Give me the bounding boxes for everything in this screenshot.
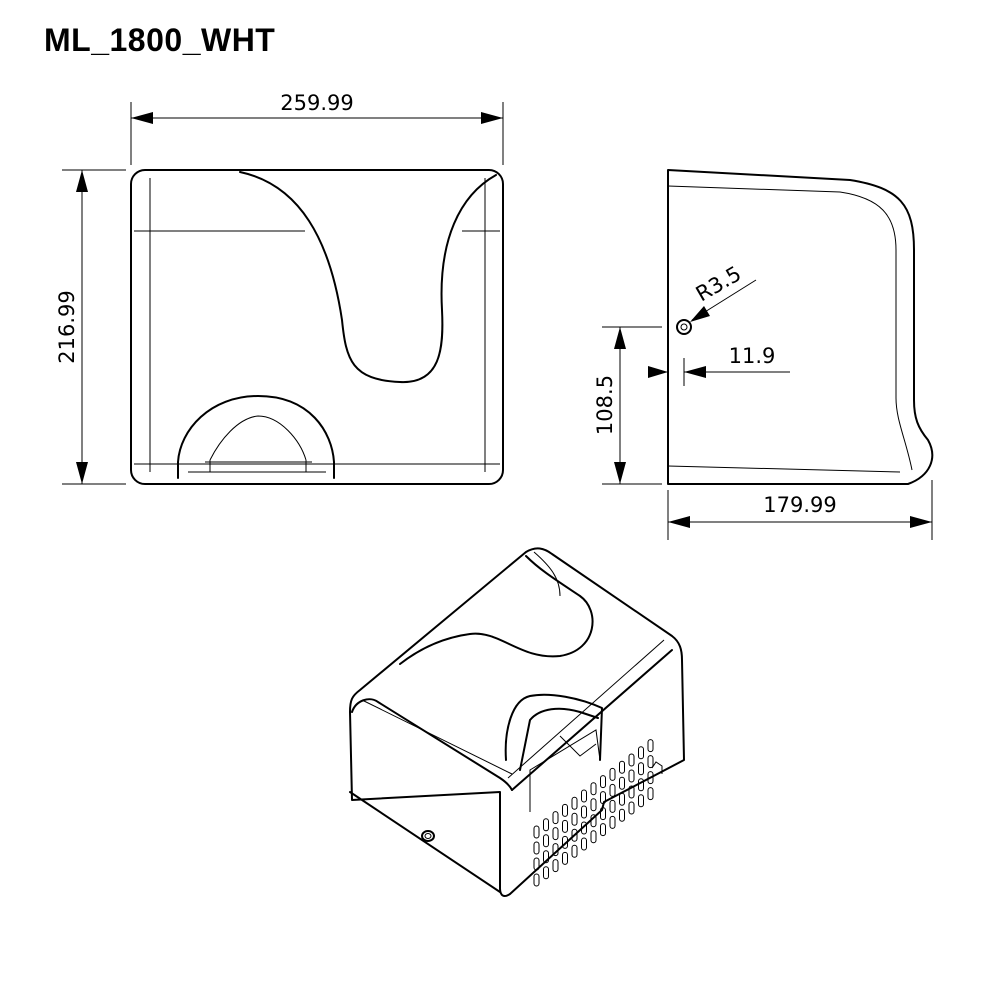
dimension-mount-height: 108.5 [593,375,617,435]
vent-slot [562,851,568,865]
iso-mount-hole [421,830,435,842]
vent-slot [562,819,568,833]
dimension-depth: 179.99 [763,493,836,517]
iso-vent-slots [533,739,654,887]
vent-slot [562,835,568,849]
vent-slot [647,755,654,769]
vent-slot [609,767,616,781]
vent-slot [590,798,597,812]
vent-slot [581,805,587,819]
vent-slot [552,827,559,841]
vent-slot [638,794,644,808]
mount-hole-inner [680,323,688,331]
vent-slot [628,769,635,783]
front-hand-opening-inner [209,415,307,461]
vent-slot [571,828,578,842]
vent-slot [619,760,625,774]
vent-slot [571,844,578,858]
vent-slot [638,778,644,792]
vent-slot [628,753,635,767]
vent-slot [552,859,559,873]
vent-slot [600,807,606,821]
vent-slot [609,783,616,797]
iso-hand-opening [504,693,603,761]
isometric-view [349,547,685,897]
vent-slot [543,850,549,864]
vent-slot [619,776,625,790]
vent-slot [590,814,597,828]
vent-slot [543,834,549,848]
vent-slot [600,791,606,805]
vent-slot [581,821,587,835]
vent-slot [609,815,616,829]
vent-slot [533,873,540,887]
vent-slot [638,762,644,776]
iso-outline [349,547,685,897]
drawing-title: ML_1800_WHT [44,22,276,58]
vent-slot [600,823,606,837]
dimension-width: 259.99 [280,91,353,115]
vent-slot [562,803,568,817]
vent-slot [533,825,540,839]
vent-slot [628,785,635,799]
dimension-hole-radius: R3.5 [692,262,746,307]
vent-slot [571,796,578,810]
front-outline [130,169,504,485]
vent-slot [533,841,540,855]
dimension-height: 216.99 [55,290,79,363]
iso-cover-curve [399,555,594,665]
vent-slot [543,818,549,832]
vent-slot [581,837,587,851]
vent-slot [552,843,559,857]
vent-slot [552,811,559,825]
side-outline [667,169,934,485]
vent-slot [638,746,644,760]
vent-slot [533,857,540,871]
vent-slot [619,808,625,822]
front-hand-opening [177,395,335,479]
vent-slot [590,782,597,796]
vent-slot [647,771,654,785]
vent-slot [571,812,578,826]
vent-slot [600,775,606,789]
vent-slot [609,799,616,813]
vent-slot [628,801,635,815]
vent-slot [543,866,549,880]
vent-slot [581,789,587,803]
mount-hole-outer [676,319,692,335]
dimension-mount-offset: 11.9 [729,344,776,368]
vent-slot [590,830,597,844]
front-cover-curve [239,171,497,384]
vent-slot [647,739,654,753]
vent-slot [619,792,625,806]
front-view: 259.99 216.99 [55,91,504,485]
side-view: R3.5 11.9 108.5 179.99 [593,169,934,540]
vent-slot [647,787,654,801]
